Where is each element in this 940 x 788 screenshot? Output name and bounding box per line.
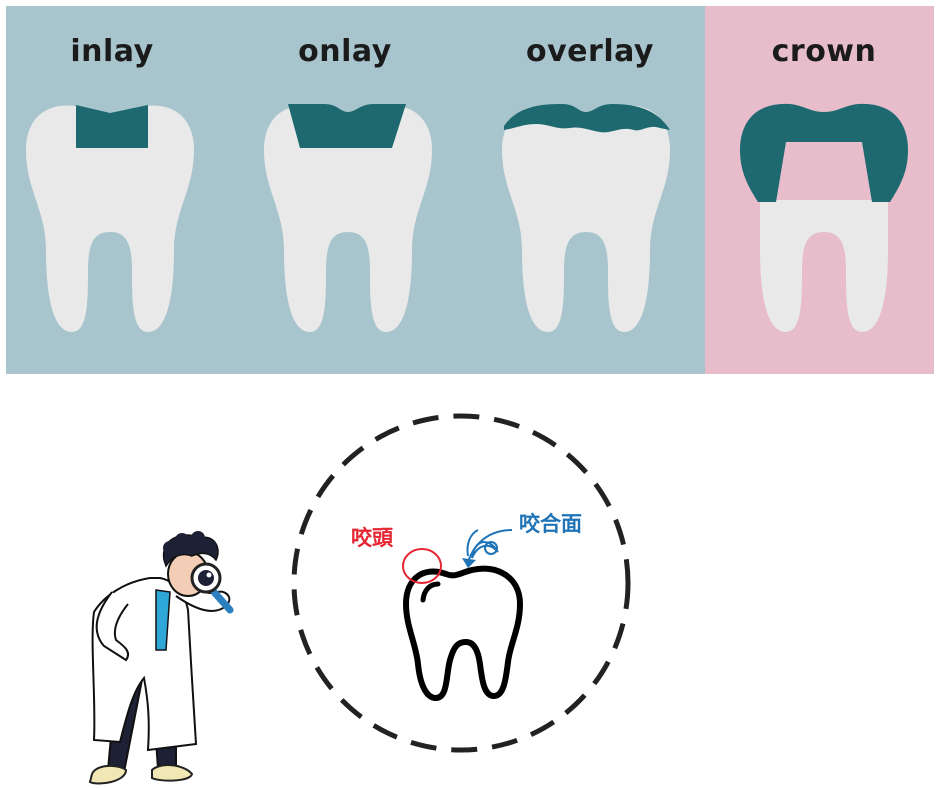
overlay-label: overlay [526,34,654,69]
arrow-icon [462,529,513,568]
onlay-label: onlay [298,34,392,69]
cusp-label: 咬頭 [351,526,393,550]
dashed-focus-circle [291,413,631,753]
onlay-tooth-icon [264,104,432,332]
tooth-outline-icon [403,565,523,701]
magnifier-icon [190,562,234,614]
crown-label: crown [771,34,877,69]
overlay-tooth-icon [502,104,670,332]
doctor-illustration [88,531,234,785]
occlusal-surface-label: 咬合面 [519,512,582,536]
crown-tooth-icon [740,103,908,332]
inlay-tooth-icon [26,105,194,332]
inlay-label: inlay [70,34,154,69]
cusp-highlight-circle [402,548,442,584]
